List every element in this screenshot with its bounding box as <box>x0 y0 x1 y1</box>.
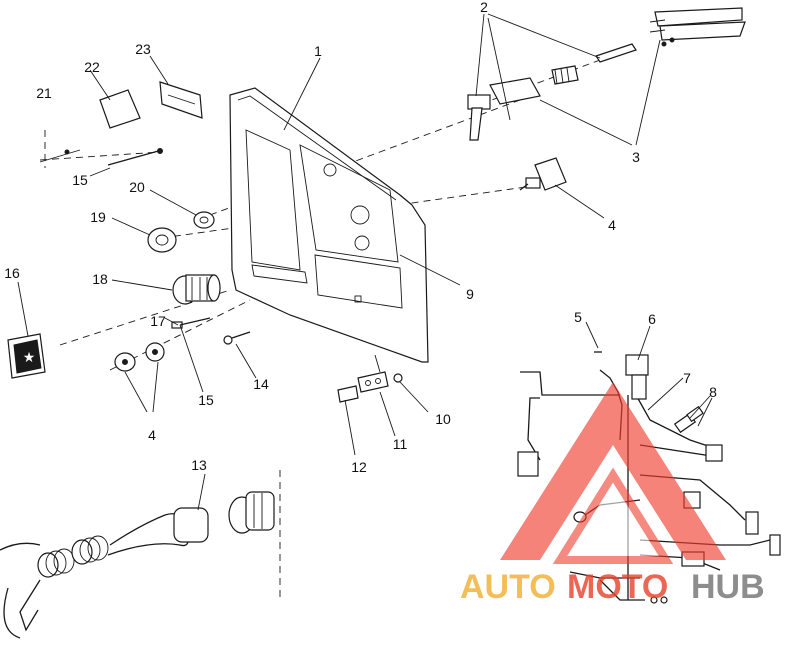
callout-21: 21 <box>36 85 52 101</box>
small-fasteners <box>171 317 251 345</box>
tether-cord <box>0 491 275 639</box>
callout-9: 9 <box>466 286 474 302</box>
decal-label: ★ <box>7 333 46 379</box>
callout-13: 13 <box>191 457 207 473</box>
callout-23: 23 <box>135 41 151 57</box>
pin-upper <box>107 148 163 166</box>
washer <box>193 211 215 229</box>
callout-8: 8 <box>709 384 717 400</box>
logo-text-auto: AUTO <box>460 568 556 606</box>
mounting-bracket <box>39 81 203 163</box>
callout-7: 7 <box>683 370 691 386</box>
toggle-switch <box>519 157 567 191</box>
callout-17: 17 <box>150 313 166 329</box>
leader-lines <box>17 13 713 511</box>
main-panel <box>229 87 429 363</box>
callout-2: 2 <box>480 0 488 15</box>
callout-22: 22 <box>84 59 100 75</box>
coil-right <box>71 535 109 565</box>
switch-caps <box>114 342 165 372</box>
logo-text-hub: HUB <box>691 568 765 606</box>
ignition-switch-assembly <box>467 7 746 141</box>
callout-4-lower: 4 <box>148 427 156 443</box>
callout-18: 18 <box>92 271 108 287</box>
callout-11: 11 <box>393 436 408 452</box>
star-icon: ★ <box>23 350 36 366</box>
callout-14: 14 <box>253 376 269 392</box>
coil-left <box>37 548 75 578</box>
callout-4-right: 4 <box>608 217 616 233</box>
callout-5: 5 <box>574 309 582 325</box>
callout-3: 3 <box>632 149 640 165</box>
callout-19: 19 <box>90 209 106 225</box>
callout-20: 20 <box>129 179 145 195</box>
callout-1: 1 <box>314 43 322 59</box>
callout-6: 6 <box>648 311 656 327</box>
callouts: 1 2 3 4 4 5 6 7 8 9 10 11 12 13 14 15 15… <box>4 0 717 475</box>
watermark-logo: AUTO MOTO HUB <box>460 382 765 606</box>
terminal-strip <box>337 354 403 403</box>
callout-15-lower: 15 <box>198 392 214 408</box>
callout-15-upper: 15 <box>72 172 88 188</box>
logo-text-moto: MOTO <box>567 568 668 606</box>
callout-10: 10 <box>435 411 451 427</box>
key-switch <box>172 274 221 305</box>
callout-12: 12 <box>351 459 367 475</box>
logo-triangle <box>500 382 726 564</box>
callout-16: 16 <box>4 265 20 281</box>
nut <box>147 227 177 253</box>
